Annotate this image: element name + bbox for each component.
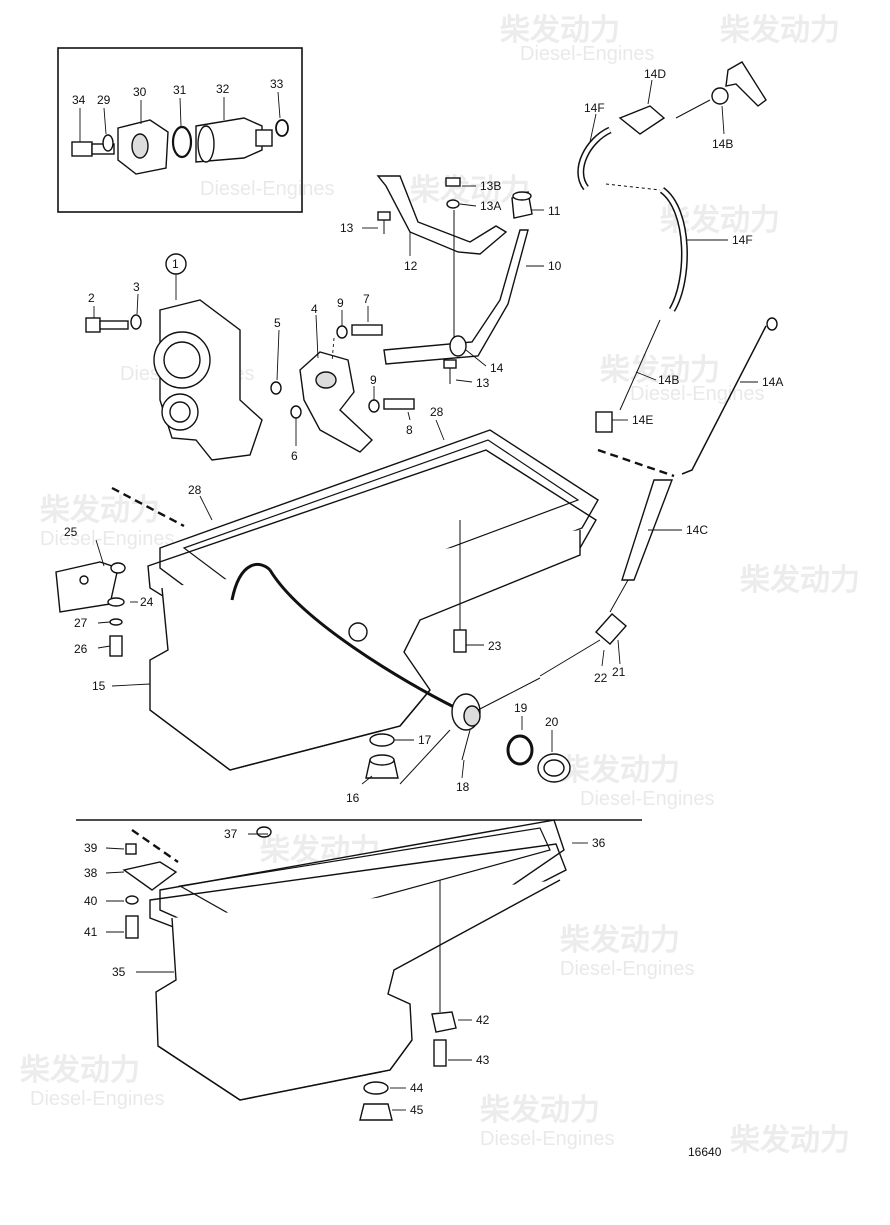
callout-22: 22 (594, 671, 608, 685)
callout-14F-lower: 14F (732, 233, 753, 247)
callout-40: 40 (84, 894, 98, 908)
callout-9-upper: 9 (337, 296, 344, 310)
callout-29: 29 (97, 93, 111, 107)
callout-39: 39 (84, 841, 98, 855)
callout-24: 24 (140, 595, 154, 609)
callout-13-lower: 13 (476, 376, 490, 390)
callout-14D: 14D (644, 67, 666, 81)
callout-17: 17 (418, 733, 432, 747)
callout-14B-lower: 14B (658, 373, 679, 387)
callout-34: 34 (72, 93, 86, 107)
watermark-cn: 柴发动力 (40, 493, 160, 528)
callout-18: 18 (456, 780, 470, 794)
callout-33: 33 (270, 77, 284, 91)
callout-20: 20 (545, 715, 559, 729)
callout-21: 21 (612, 665, 626, 679)
callout-labels: 34 29 30 31 32 33 1 2 3 4 5 6 7 8 9 9 10… (64, 67, 783, 1159)
watermark-cn: 柴发动力 (560, 923, 680, 958)
callout-36: 36 (592, 836, 606, 850)
watermark-cn: 柴发动力 (720, 13, 840, 48)
callout-14E: 14E (632, 413, 653, 427)
callout-31: 31 (173, 83, 187, 97)
callout-11: 11 (548, 204, 561, 218)
callout-4: 4 (311, 302, 318, 316)
callout-14B-upper: 14B (712, 137, 733, 151)
callout-43: 43 (476, 1053, 490, 1067)
oil-pump (85, 253, 263, 461)
drawing-number: 16640 (688, 1145, 722, 1159)
callout-16: 16 (346, 791, 360, 805)
callout-32: 32 (216, 82, 230, 96)
callout-42: 42 (476, 1013, 490, 1027)
callout-13A: 13A (480, 199, 501, 213)
watermark-cn: 柴发动力 (600, 353, 720, 388)
callout-30: 30 (133, 85, 147, 99)
callout-8: 8 (406, 423, 413, 437)
inset-detail (57, 47, 303, 213)
watermark-en: Diesel-Engines (480, 1128, 615, 1150)
callout-45: 45 (410, 1103, 424, 1117)
lower-oil-pan (105, 819, 588, 1121)
callout-14A: 14A (762, 375, 783, 389)
watermark-en: Diesel-Engines (30, 1088, 165, 1110)
callout-13B: 13B (480, 179, 501, 193)
watermark-en: Diesel-Engines (630, 383, 765, 405)
callout-15: 15 (92, 679, 106, 693)
callout-12: 12 (404, 259, 418, 273)
callout-13-upper: 13 (340, 221, 354, 235)
watermark-cn: 柴发动力 (740, 563, 860, 598)
callout-37: 37 (224, 827, 238, 841)
callout-6: 6 (291, 449, 298, 463)
watermark-cn: 柴发动力 (480, 1093, 600, 1128)
watermark-cn: 柴发动力 (560, 753, 680, 788)
callout-14C: 14C (686, 523, 708, 537)
callout-19: 19 (514, 701, 528, 715)
watermark-en: Diesel-Engines (40, 528, 175, 550)
watermark-en: Diesel-Engines (200, 178, 335, 200)
callout-23: 23 (488, 639, 502, 653)
callout-14F-upper: 14F (584, 101, 605, 115)
watermark-en: Diesel-Engines (520, 43, 655, 65)
callout-26: 26 (74, 642, 88, 656)
callout-28-top: 28 (430, 405, 444, 419)
callout-41: 41 (84, 925, 98, 939)
callout-27: 27 (74, 616, 88, 630)
callout-10: 10 (548, 259, 562, 273)
watermark-en: Diesel-Engines (560, 958, 695, 980)
callout-1: 1 (172, 257, 179, 271)
watermark-cn: 柴发动力 (730, 1123, 850, 1158)
oil-pickup (270, 306, 415, 453)
watermark-cn: 柴发动力 (410, 173, 530, 208)
watermark-en: Diesel-Engines (580, 788, 715, 810)
dipstick-assembly (577, 61, 778, 613)
callout-7: 7 (363, 292, 370, 306)
callout-35: 35 (112, 965, 126, 979)
callout-5: 5 (274, 316, 281, 330)
callout-14: 14 (490, 361, 504, 375)
callout-9-lower: 9 (370, 373, 377, 387)
watermark-cn: 柴发动力 (20, 1053, 140, 1088)
callout-44: 44 (410, 1081, 424, 1095)
callout-28-left: 28 (188, 483, 202, 497)
callout-2: 2 (88, 291, 95, 305)
watermark-cn: 柴发动力 (500, 13, 620, 48)
callout-38: 38 (84, 866, 98, 880)
upper-oil-pan (55, 419, 627, 785)
callout-25: 25 (64, 525, 78, 539)
callout-3: 3 (133, 280, 140, 294)
dipstick-tube-bracket (362, 175, 544, 384)
